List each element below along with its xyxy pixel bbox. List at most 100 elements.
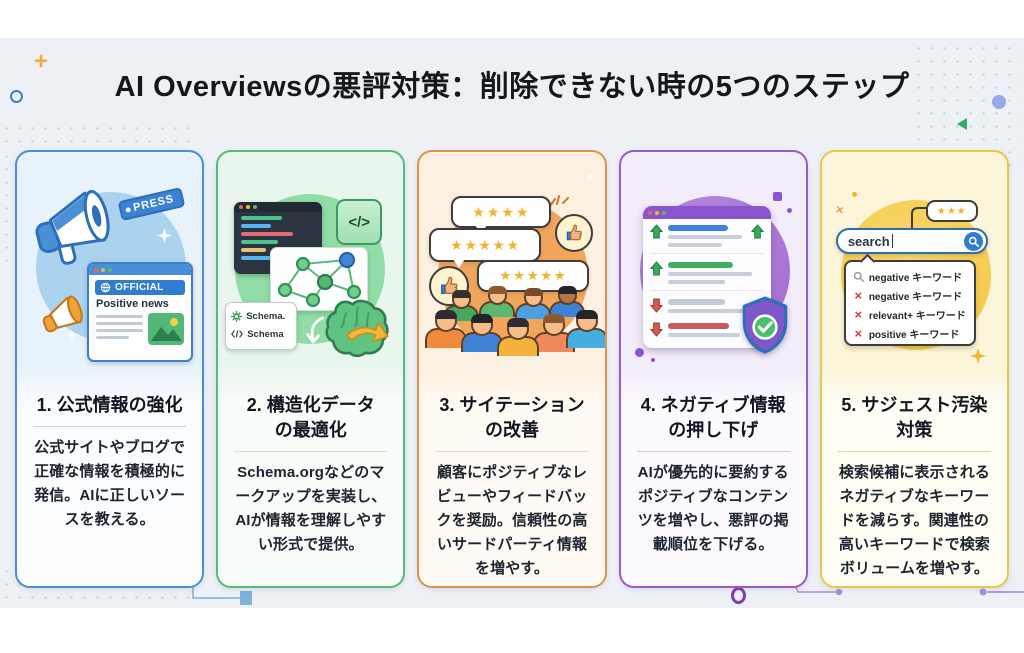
card2-illustration: </> [218,152,403,385]
review-bubble: ★★★★★ [429,228,542,268]
code-badge: </> [336,199,383,245]
person-figure [479,286,516,317]
rating-bubble: ★★★ [925,200,978,222]
step-title-line1: 2. 構造化データ [246,395,375,415]
bubble-connector-line [910,207,930,232]
card5-text: 5. サジェスト汚染 対策 検索候補に表示されるネガティブなキーワードを減らす。… [822,385,1007,581]
star-rating: ★★★★★ [499,268,568,283]
ai-brain-icon [325,299,389,358]
suggestion-text: positive キーワード [868,330,960,341]
x-decoration: × [834,201,845,218]
check-icon [751,314,778,340]
title-divider [234,450,388,452]
step-title-line2: の改善 [485,419,539,440]
card4-text: 4. ネガティブ情報 の押し下げ AIが優先的に要約するポジティブなコンテンツを… [621,385,806,557]
official-banner: OFFICIAL [95,280,185,295]
news-browser-window: OFFICIAL Positive news [87,262,193,362]
step-card-5: × ★★★ search [819,150,1010,588]
step-description: 顧客にポジティブなレビューやフィードバックを奨励。信頼性の高いサードパーティ情報… [436,463,588,577]
globe-icon [100,282,111,293]
schema-labels-box: Schema. Schema [225,302,298,350]
browser-title-bar [89,264,191,275]
search-bar: search [835,228,988,254]
step-title-line1: 4. ネガティブ情報 [640,395,786,415]
suggestion-text: negative キーワード [868,292,963,303]
window-title-bar [642,206,771,219]
step-description: 公式サイトやブログで正確な情報を積極的に発信。AIに正しいソースを教える。 [34,438,186,528]
suggestion-list: negative キーワード × negative キーワード × releva… [843,260,976,346]
search-button [963,231,983,251]
code-lines [234,212,322,268]
dot-decoration [587,174,594,180]
step-title: 3. サイテーション の改善 [431,393,592,443]
window-buttons [234,202,322,212]
triangle-decoration [957,118,967,130]
dot-decoration [851,192,857,197]
magnifier-icon [853,271,864,282]
step-title: 5. サジェスト汚染 対策 [834,393,995,443]
star-rating: ★★★ [936,205,967,217]
card4-illustration [621,152,806,385]
up-arrow-icon [649,224,663,239]
card3-illustration: ★★★★ ★★★★★ ★★★★★ [419,152,605,385]
page-title: AI Overviewsの悪評対策：削除できない時の5つのステップ [114,71,910,103]
text-lines [96,313,143,345]
person-figure [566,310,605,348]
thumbs-up-icon [555,214,594,252]
dot-decoration [634,348,644,357]
ring-decoration [731,587,746,604]
result-row-down [643,293,771,317]
step-title-line2: の押し下げ [668,419,759,440]
result-row-up [643,256,771,288]
step-title-line2: 対策 [896,419,933,440]
sparkle-icon [67,330,77,340]
row-separator [649,253,764,254]
search-input: search [848,234,964,249]
step-description: 検索候補に表示されるネガティブなキーワードを減らす。関連性の高いキーワードで検索… [838,463,990,577]
magnifier-icon [968,236,979,247]
step-title: 2. 構造化データ の最適化 [230,393,391,443]
news-headline: Positive news [96,298,169,310]
infographic-background: + AI Overviewsの悪評対策：削除できない時の5つのステップ [0,38,1024,608]
card1-text: 1. 公式情報の強化 公式サイトやブログで正確な情報を積極的に発信。AIに正しい… [17,385,202,532]
card3-text: 3. サイテーション の改善 顧客にポジティブなレビューやフィードバックを奨励。… [419,385,604,581]
sparkle-icon [969,348,986,364]
step-card-2: </> [216,150,406,588]
star-rating: ★★★★ [472,203,531,220]
card5-illustration: × ★★★ search [822,152,1007,385]
gear-icon [231,310,243,322]
suggestion-row: negative キーワード [853,267,967,286]
title-divider [636,450,790,452]
person-figure [461,314,504,352]
ring-decoration [10,90,23,103]
person-figure [497,318,540,356]
knowledge-graph-panel [270,247,369,311]
step-title-line1: 3. サイテーション [439,395,585,415]
window-buttons [89,264,191,275]
star-rating: ★★★★★ [450,236,521,253]
news-body [89,313,191,345]
remove-icon: × [854,307,863,322]
window-title-bar [234,202,323,212]
shield-icon [742,296,787,354]
dot-decoration [786,208,792,213]
suggestion-text: relevant+ キーワード [868,311,966,322]
sparkle-lines-icon [549,195,570,207]
step-title-line1: 5. サジェスト汚染 [841,395,988,415]
schema-label: Schema [247,328,284,340]
plus-decoration: + [34,48,49,75]
person-figure [425,310,468,348]
knowledge-graph [278,251,362,308]
card2-text: 2. 構造化データ の最適化 Schema.orgなどのマークアップを実装し、A… [218,385,403,557]
result-row-up [643,219,771,251]
suggestion-row: × positive キーワード [853,324,967,343]
official-label: OFFICIAL [115,282,164,293]
up-arrow-icon [750,224,764,239]
square-decoration [772,192,782,201]
step-description: AIが優先的に要約するポジティブなコンテンツを増やし、悪評の掲載順位を下げる。 [637,463,789,553]
remove-icon: × [854,326,863,341]
dot-grid-decoration [0,150,9,268]
small-megaphone-icon [42,295,83,333]
suggestion-row: × relevant+ キーワード [853,305,967,324]
